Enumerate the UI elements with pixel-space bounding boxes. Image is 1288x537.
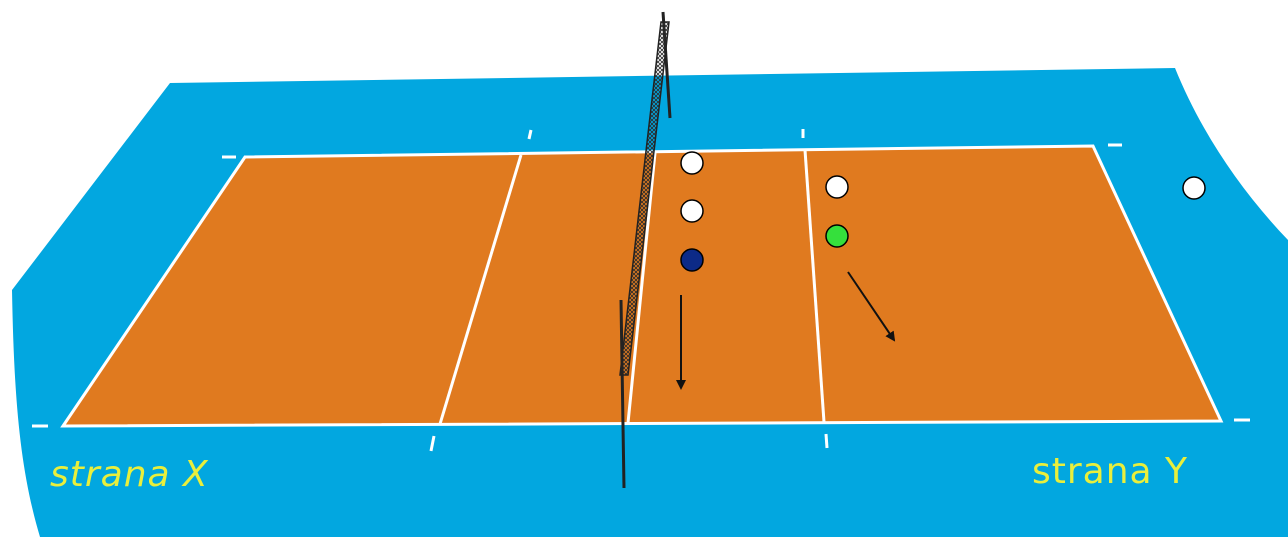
player-white <box>681 200 703 222</box>
player-white <box>1183 177 1205 199</box>
tick-mark <box>826 434 827 448</box>
player-blue <box>681 249 703 271</box>
tick-mark <box>529 130 531 139</box>
player-white <box>681 152 703 174</box>
player-green <box>826 225 848 247</box>
side-label-y: strana Y <box>1032 451 1188 492</box>
side-label-x: strana X <box>50 454 209 495</box>
player-white <box>826 176 848 198</box>
